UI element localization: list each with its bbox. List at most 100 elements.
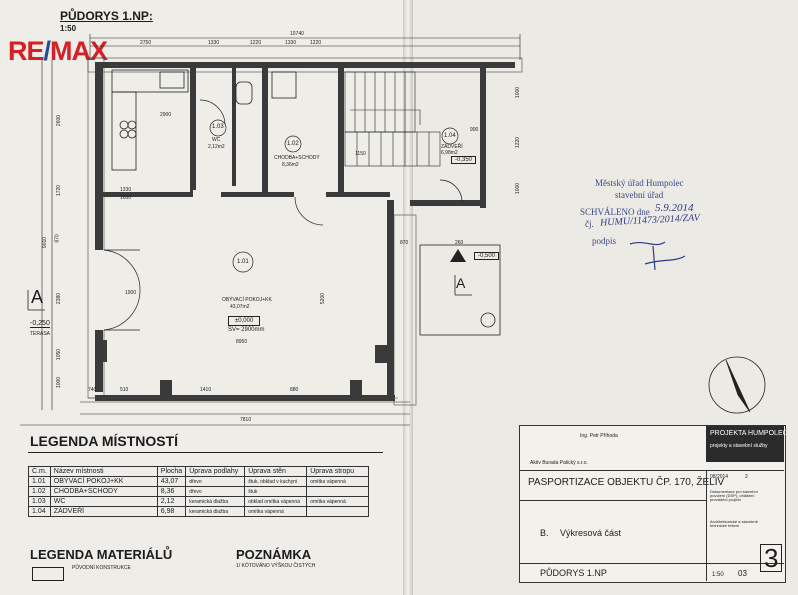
cell: dřevo [185, 476, 246, 487]
cell: OBÝVACÍ POKOJ+KK [49, 476, 158, 487]
room-name-1-02: CHODBA+SCHODY [274, 155, 320, 161]
cell: ZÁDVEŘÍ [49, 506, 158, 517]
cell: omítka vápenná [306, 496, 370, 507]
sheet-number: 03 [738, 569, 747, 578]
cell: dřevo [185, 486, 246, 497]
dim-right-2: 1220 [515, 136, 522, 149]
cell: 1.04 [28, 506, 51, 517]
material-item: PŮVODNÍ KONSTRUKCE [72, 565, 131, 571]
legend-header-row: Č.m. Název místnosti Plocha Úprava podla… [28, 466, 370, 477]
section-marker-right: A [456, 275, 466, 291]
header-cell: Úprava stropu [306, 466, 370, 477]
drawing-scale: 1:50 [60, 24, 77, 33]
level-entrance: -0,500 [474, 252, 500, 260]
cell: 8,36 [156, 486, 187, 497]
legend-rooms-subtitle-rule [28, 452, 383, 453]
dim-misc-9: 1150 [355, 151, 366, 157]
dim-misc-10: 740 [88, 387, 97, 393]
cell: 43,07 [156, 476, 187, 487]
dim-misc-3: 1900 [125, 290, 137, 296]
cell [306, 486, 370, 497]
dim-misc-11: 900 [470, 127, 479, 133]
room-id-1-02: 1.02 [287, 141, 299, 147]
remax-logo: RE/MAX [8, 36, 108, 66]
part-code: B. [540, 528, 549, 538]
room-name-1-04: ZÁDVEŘÍ [441, 144, 463, 150]
header-cell: Úprava podlahy [185, 466, 246, 477]
header-cell: Č.m. [28, 466, 51, 477]
tb-rule-1 [519, 470, 784, 471]
cell: 1.01 [28, 476, 51, 487]
dim-top-5: 1220 [310, 40, 322, 46]
cell: CHODBA+SCHODY [49, 486, 158, 497]
dim-room-height: 5200 [320, 292, 327, 305]
section-marker-left: A [31, 287, 44, 307]
room-name-1-01: OBÝVACÍ POKOJ+KK [222, 297, 272, 303]
table-row: 1.03 WC 2,12 keramická dlažba obklad omí… [28, 496, 370, 507]
dim-left-2: 1720 [56, 184, 63, 197]
room-area-1-01: 43,07m2 [230, 304, 250, 310]
table-row: 1.02 CHODBA+SCHODY 8,36 dřevo štuk [28, 486, 370, 497]
scale-value: 1:50 [712, 572, 724, 578]
dim-left-3: 870 [54, 234, 61, 243]
dim-misc-4: 2900 [160, 112, 172, 118]
dim-left-1: 2600 [56, 114, 63, 127]
dim-misc-8: 880 [290, 387, 299, 393]
dim-left-4: 2380 [56, 292, 63, 305]
dim-misc-2: 1650 [120, 195, 132, 201]
dim-top-overall: 10740 [290, 31, 304, 37]
dim-misc-5: 870 [400, 240, 409, 246]
terrace-level: -0,250 [30, 320, 50, 328]
legend-rooms-title: LEGENDA MÍSTNOSTÍ [30, 433, 179, 449]
dim-top-1: 2750 [140, 40, 152, 46]
page-number: 3 [760, 544, 783, 572]
dim-left-5: 1050 [56, 348, 63, 361]
company-name: PROJEKTA HUMPOLEC [710, 430, 788, 437]
note-text: 1/ KÓTOVÁNO VÝŠKOU ČISTÝCH [236, 563, 316, 569]
material-swatch [32, 567, 64, 581]
room-extra-1-01: SV= 2900mm [228, 327, 265, 333]
format: 2 [745, 474, 748, 480]
stamp-date-handwritten: 5.9.2014 [655, 202, 694, 214]
dim-right-3: 1000 [515, 182, 522, 195]
stamp-sign-label: podpis [592, 236, 617, 246]
cell: štuk, obklad v kuchyni [244, 476, 308, 487]
tb-rule-2 [519, 500, 707, 501]
dim-room-width: 8950 [236, 339, 248, 345]
room-id-1-03: 1.03 [212, 124, 224, 130]
dim-misc-1: 1330 [120, 187, 132, 193]
stamp-office: Městský úřad Humpolec [595, 178, 684, 188]
dim-top-2: 1330 [208, 40, 220, 46]
stamp-ref-label: čj. [585, 219, 594, 229]
room-id-1-01: 1.01 [237, 259, 249, 265]
dim-left-overall: 9010 [42, 236, 49, 249]
cell: 1.02 [28, 486, 51, 497]
drawing-title: PŮDORYS 1.NP: [60, 9, 153, 23]
room-id-1-04: 1.04 [444, 133, 456, 139]
room-level-1-01: ±0,000 [228, 316, 261, 326]
right-desc-2: Architektonické a stavebně technické řeš… [710, 519, 758, 528]
cell: keramická dlažba [185, 506, 246, 517]
dim-misc-12: 260 [455, 240, 464, 246]
stamp-approved: SCHVÁLENO dne [580, 207, 650, 217]
dim-misc-7: 1410 [200, 387, 212, 393]
signature [629, 241, 686, 271]
table-row: 1.01 OBÝVACÍ POKOJ+KK 43,07 dřevo štuk, … [28, 476, 370, 487]
fold-shadow [403, 0, 413, 595]
investor: Aktiv Burada Palický s.r.o. [530, 460, 588, 466]
room-area-1-02: 8,36m2 [282, 162, 299, 168]
sheet-name: PŮDORYS 1.NP [540, 568, 607, 578]
stamp-department: stavební úřad [615, 190, 664, 200]
cell: WC [49, 496, 158, 507]
dim-bottom-overall: 7810 [240, 417, 252, 423]
cell: obklad omítka vápenná [244, 496, 308, 507]
tb-rule-3 [519, 563, 784, 564]
cell: 2,12 [156, 496, 187, 507]
legend-rooms-table: Č.m. Název místnosti Plocha Úprava podla… [28, 466, 370, 517]
part-name: Výkresová část [560, 528, 622, 538]
date: 08/2014 [710, 474, 729, 480]
company-subtitle: projekty a stavební služby [710, 443, 768, 449]
cell [306, 506, 370, 517]
